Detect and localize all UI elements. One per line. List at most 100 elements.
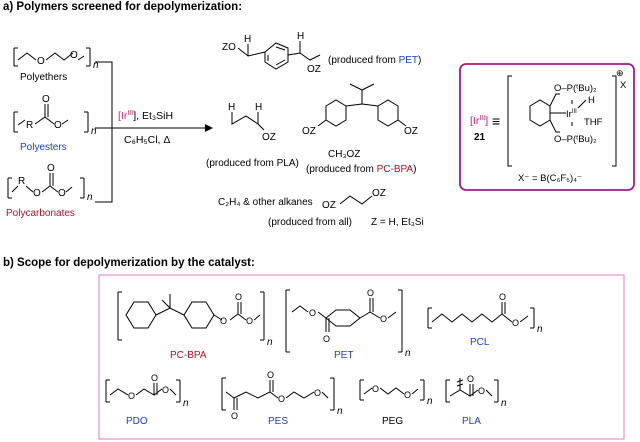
catalyst-structure [507,75,617,167]
bpa-product-structure [317,83,407,127]
pet-product-structure [237,41,321,70]
pes-o1: O [278,394,285,404]
alkanes-product: C₂H₄ & other alkanes [218,197,313,208]
catalyst-number: 21 [474,132,486,143]
polyester-structure [13,104,89,133]
pdo-o2: O [162,385,169,395]
peg-n: n [427,396,433,407]
pet-o1: O [309,308,316,318]
catalyst-counterion: X [620,80,627,91]
bpa-product-oz-left: OZ [302,126,316,137]
pet-label: PET [334,350,353,361]
pla-product-oz: OZ [262,132,276,143]
peg-label: PEG [382,416,403,427]
pla-product-note: (produced from PLA) [206,158,299,169]
methanol-product: CH₃OZ [328,149,360,160]
catalyst-charge: ⊕ [616,68,624,78]
pla-product-h1: H [228,102,235,113]
pet-product-h2: H [297,31,304,42]
polycarbonate-label: Polycarbonates [6,208,75,219]
pet-product-oz: OZ [307,64,321,75]
pet-product-zo: ZO [222,42,236,53]
section-a-title: a) Polymers screened for depolymerizatio… [3,1,243,13]
convergence-lines [95,61,213,203]
pdo-o1: O [128,391,135,401]
pet-o2: O [380,314,387,324]
pla-o: O [478,386,485,396]
pes-o2: O [314,388,321,398]
pes-o-carbonyl1: O [231,411,238,421]
pet-n: n [405,348,411,359]
polyether-label: Polyethers [20,72,67,83]
pcbpa-o1: O [220,316,227,326]
polyether-o2: O [70,50,78,61]
section-b-title: b) Scope for depolymerization by the cat… [3,257,255,269]
pet-structure [285,289,403,353]
polyether-n: n [93,60,99,71]
polycarbonate-o2: O [58,188,66,199]
pet-product-note: (produced from PET) [328,55,421,66]
pdo-o-carbonyl: O [151,373,158,383]
pcbpa-o2: O [246,316,253,326]
pet-product-h1: H [244,34,251,45]
pla-product-h2: H [255,102,262,113]
z-definition: Z = H, Et₃Si [371,217,424,228]
polyether-o1: O [37,56,45,67]
pes-label: PES [268,416,288,427]
polyester-label: Polyesters [20,142,67,153]
peg-structure [359,379,425,401]
pla-product-structure [231,112,265,131]
pcl-n: n [537,324,543,335]
polycarbonate-n: n [87,192,93,203]
peg-o2: O [404,390,411,400]
catalyst-anion: X⁻ = B(C₆F₅)₄⁻ [518,173,582,184]
pcl-o-carbonyl: O [499,292,506,302]
catalyst-box [459,63,635,191]
polyester-r: R [26,120,33,131]
pcbpa-n: n [267,337,273,348]
all-product-note: (produced from all) [268,217,352,228]
pdo-structure [105,379,181,403]
pet-o-carbonyl2: O [367,288,374,298]
polyester-o-carbonyl: O [42,94,50,105]
bpa-product-oz-right: OZ [404,126,418,137]
pcbpa-product-note: (produced from PC-BPA) [306,164,416,175]
polycarbonate-o-carbonyl: O [47,163,55,174]
pla-label: PLA [462,416,481,427]
peg-o1: O [372,384,379,394]
polyester-o-ester: O [54,120,62,131]
pla-o-carbonyl: O [467,374,474,384]
polycarbonate-r: R [18,176,25,187]
glycol-product-structure [339,195,373,205]
pla-n: n [501,398,507,409]
catalyst-p-bottom: O–P(ᵗBu)₂ [554,134,597,145]
glycol-product-oz-left: OZ [322,200,336,211]
glycol-product-oz-right: OZ [372,188,386,199]
catalyst-thf: THF [584,117,603,128]
catalyst-equiv: ≡ [492,113,500,129]
pcbpa-o-carbonyl: O [235,292,242,302]
reagents-line1: [IrIII], Et₃SiH [118,110,173,122]
pcl-label: PCL [470,337,490,348]
pcbpa-label: PC-BPA [170,350,207,361]
catalyst-ir-center: IrIII [566,109,577,120]
catalyst-p-top: O–P(ᵗBu)₂ [554,83,597,94]
pcl-o: O [512,318,519,328]
pes-o-carbonyl2: O [267,370,274,380]
pdo-n: n [183,398,189,409]
polycarbonate-structure [7,173,85,199]
pdo-label: PDO [126,416,148,427]
pes-n: n [337,406,343,417]
pes-structure [221,377,335,411]
reagents-line2: C₆H₅Cl, Δ [124,134,170,146]
catalyst-h: H [588,95,595,106]
polycarbonate-o1: O [33,188,41,199]
pcbpa-structure [117,291,265,341]
scope-box [98,274,625,440]
pet-o-carbonyl1: O [323,334,330,344]
polyether-structure [13,47,91,67]
catalyst-ir-label: [IrIII] [470,115,488,127]
pla-structure [445,378,499,403]
polyester-n: n [91,126,97,137]
